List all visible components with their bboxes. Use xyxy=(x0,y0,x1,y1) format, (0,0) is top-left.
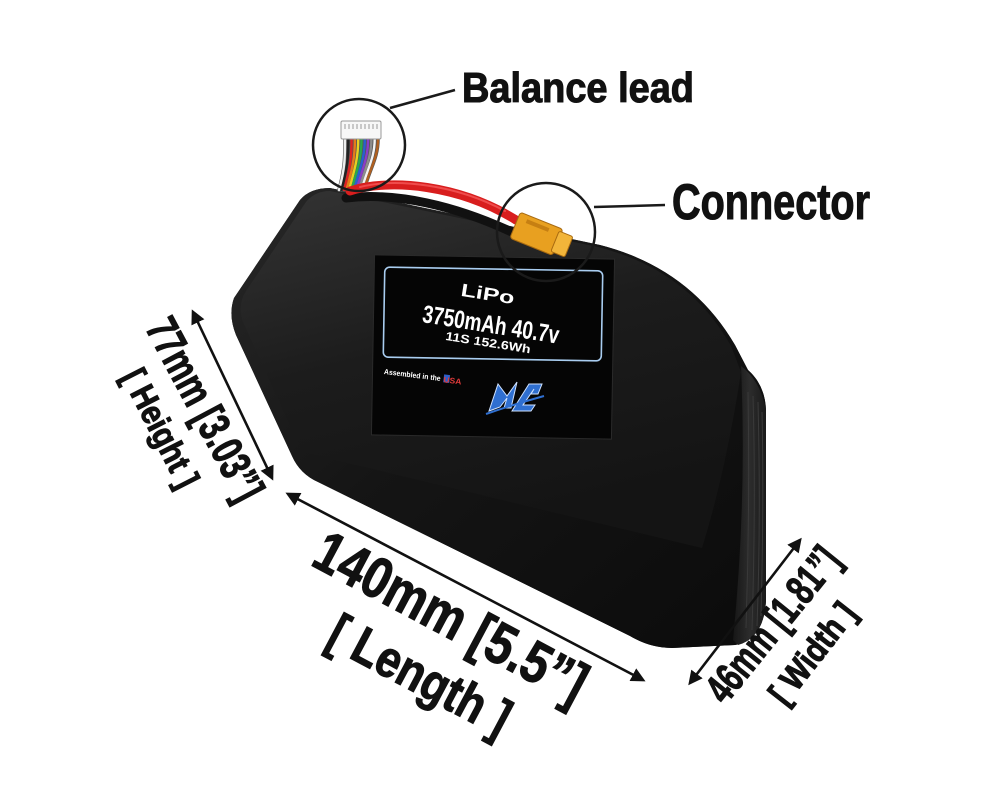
xt60-nose xyxy=(550,231,573,257)
length-arrow xyxy=(285,492,646,682)
balance-wire xyxy=(340,137,350,192)
label-frame xyxy=(382,266,604,362)
xt60-connector xyxy=(510,212,573,257)
balance-wires xyxy=(337,137,380,192)
balance-wire xyxy=(337,137,347,192)
balance-lead-leader-line xyxy=(389,88,456,110)
flag-blue-block xyxy=(443,374,451,384)
connector-leader-line xyxy=(593,203,666,209)
country-text: USA xyxy=(443,375,462,386)
balance-wire xyxy=(342,137,353,192)
balance-wire xyxy=(345,137,357,192)
balance-plug-pins xyxy=(344,124,378,129)
xt60-grip xyxy=(525,219,550,232)
balance-lead xyxy=(337,120,382,192)
battery-label: LiPo 3750mAh 40.7v 11S 152.6Wh Assembled… xyxy=(370,254,616,440)
balance-lead-highlight-circle xyxy=(311,97,407,193)
height-arrow xyxy=(191,309,274,481)
balance-lead-label: Balance lead xyxy=(462,64,694,111)
brand-logo xyxy=(485,381,545,415)
main-power-leads xyxy=(341,180,521,239)
balance-wire xyxy=(347,137,360,192)
connector-label: Connector xyxy=(672,174,870,230)
red-power-wire xyxy=(345,180,521,225)
balance-wire xyxy=(350,137,363,192)
width-arrow xyxy=(688,537,802,686)
balance-plug xyxy=(340,120,382,140)
connector-highlight-circle xyxy=(495,181,597,283)
label-background xyxy=(370,254,616,440)
red-wire-highlight xyxy=(359,182,506,212)
callouts: Balance lead Connector xyxy=(311,63,871,283)
black-power-wire xyxy=(341,192,521,239)
